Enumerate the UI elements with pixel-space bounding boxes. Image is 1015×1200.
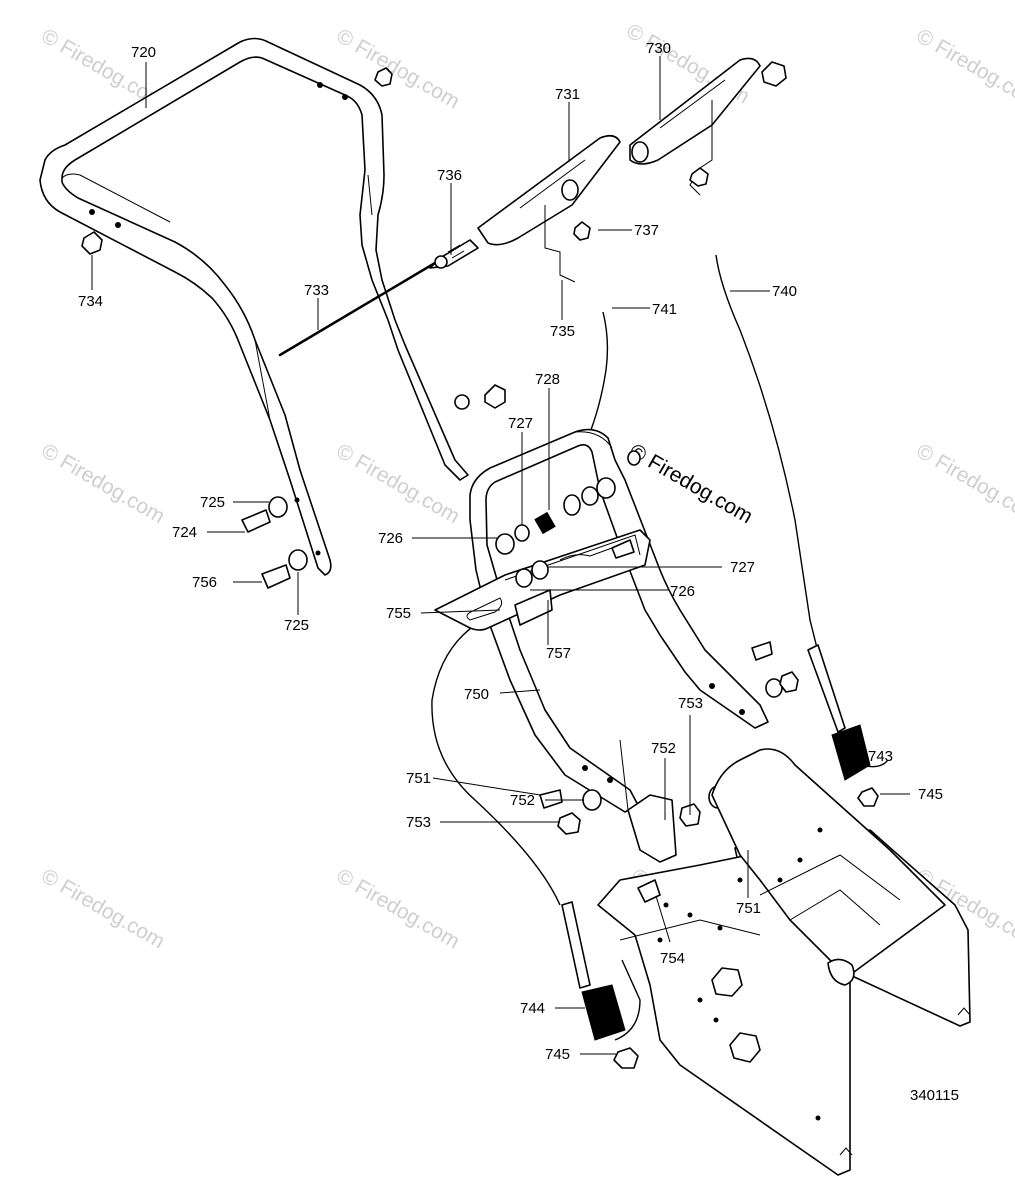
label-727a: 727 [508, 415, 533, 432]
label-751a: 751 [406, 770, 431, 787]
label-728: 728 [535, 371, 560, 388]
handle-hole [739, 709, 745, 715]
label-755: 755 [386, 605, 411, 622]
watermark: © Firedog.com [38, 439, 169, 528]
watermark: © Firedog.com [913, 24, 1015, 113]
label-730: 730 [646, 40, 671, 57]
springs-washers [495, 450, 641, 588]
leader-lines [91, 56, 910, 1055]
label-756: 756 [192, 574, 217, 591]
lower-handle-750 [469, 428, 769, 813]
handle-hole [317, 82, 323, 88]
lever-pivot [631, 141, 649, 163]
watermarks: © Firedog.com © Firedog.com © Firedog.co… [38, 19, 1015, 953]
handle-hole [709, 683, 715, 689]
cable-rod-733 [278, 239, 479, 357]
label-720: 720 [131, 44, 156, 61]
label-745a: 745 [918, 786, 943, 803]
lever-pivot [561, 179, 579, 201]
label-731: 731 [555, 86, 580, 103]
label-743: 743 [868, 748, 893, 765]
spring-743 [807, 644, 879, 807]
spring-744 [561, 901, 639, 1069]
housing-bracket [619, 739, 677, 863]
label-727b: 727 [730, 559, 755, 576]
label-725a: 725 [200, 494, 225, 511]
left-fasteners [241, 496, 308, 589]
drawing-number: 340115 [910, 1087, 959, 1104]
label-737: 737 [634, 222, 659, 239]
handle-hole [607, 777, 613, 783]
label-753a: 753 [678, 695, 703, 712]
handle-hole [89, 209, 95, 215]
label-757: 757 [546, 645, 571, 662]
fasteners-upper [81, 61, 787, 410]
label-744: 744 [520, 1000, 545, 1017]
label-733: 733 [304, 282, 329, 299]
handle-hole [115, 222, 121, 228]
label-752b: 752 [510, 792, 535, 809]
label-734: 734 [78, 293, 103, 310]
label-750: 750 [464, 686, 489, 703]
handle-hole [582, 765, 588, 771]
label-736: 736 [437, 167, 462, 184]
label-726a: 726 [378, 530, 403, 547]
upper-handle-720 [39, 37, 469, 576]
label-753b: 753 [406, 814, 431, 831]
label-726b: 726 [670, 583, 695, 600]
part-labels: 720 730 731 736 737 734 733 735 741 740 … [78, 40, 959, 1104]
bracket-755 [434, 529, 651, 631]
watermark: © Firedog.com [333, 864, 464, 953]
label-735: 735 [550, 323, 575, 340]
label-745b: 745 [545, 1046, 570, 1063]
watermark: © Firedog.com [38, 864, 169, 953]
label-740: 740 [772, 283, 797, 300]
frame-housing [597, 748, 971, 1176]
handle-hole [342, 94, 348, 100]
handle-hole [315, 550, 321, 556]
watermark: © Firedog.com [913, 439, 1015, 528]
handle-hole [294, 497, 300, 503]
label-754: 754 [660, 950, 685, 967]
label-751b: 751 [736, 900, 761, 917]
label-725b: 725 [284, 617, 309, 634]
label-752a: 752 [651, 740, 676, 757]
lever-730 [629, 57, 761, 196]
label-724: 724 [172, 524, 197, 541]
label-741: 741 [652, 301, 677, 318]
lever-731 [477, 134, 621, 283]
watermark-main: © Firedog.com [626, 439, 757, 528]
